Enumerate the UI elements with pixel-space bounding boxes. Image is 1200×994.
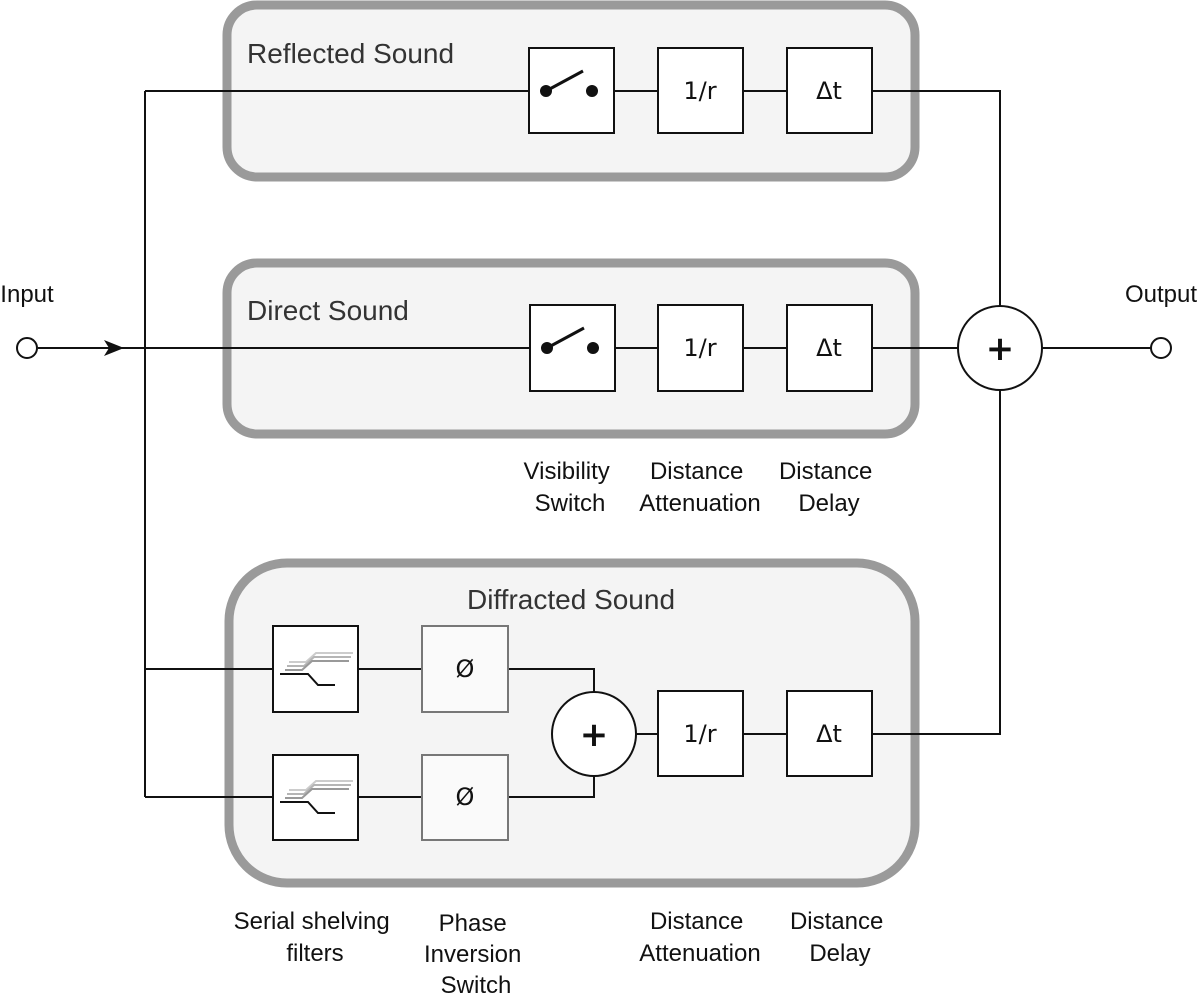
shelving-filter-icon bbox=[280, 652, 353, 686]
reflected-wire-out bbox=[872, 90, 1001, 306]
direct-attenuation-caption: Distance Attenuation bbox=[639, 458, 760, 517]
reflected-distance-attenuation: 1/r bbox=[657, 47, 744, 134]
diffracted-attenuation-caption: Distance Attenuation bbox=[639, 908, 760, 967]
arrow-right-icon bbox=[104, 340, 124, 356]
shelving-filters-caption: Serial shelving filters bbox=[234, 908, 397, 967]
phase-symbol: Ø bbox=[456, 783, 475, 811]
diffracted-upper-wire-2 bbox=[508, 668, 595, 692]
shelving-filter-upper bbox=[272, 625, 359, 713]
output-port: Output bbox=[1125, 281, 1197, 359]
diffracted-sound-title: Diffracted Sound bbox=[467, 584, 675, 615]
shelving-filter-icon bbox=[280, 780, 353, 814]
delay-symbol: Δt bbox=[816, 720, 842, 748]
attenuation-symbol: 1/r bbox=[683, 720, 716, 748]
reflected-visibility-switch bbox=[528, 47, 615, 134]
visibility-switch-caption: Visibility Switch bbox=[524, 458, 617, 517]
signal-wires bbox=[38, 90, 1151, 798]
input-terminal bbox=[16, 337, 38, 359]
attenuation-symbol: 1/r bbox=[683, 77, 716, 105]
diffracted-distance-attenuation: 1/r bbox=[657, 690, 744, 777]
switch-open-icon bbox=[541, 326, 599, 354]
delay-symbol: Δt bbox=[816, 334, 842, 362]
phase-inversion-lower: Ø bbox=[421, 754, 509, 841]
output-summation-node: + bbox=[957, 305, 1043, 391]
input-port: Input bbox=[0, 281, 124, 359]
direct-distance-attenuation: 1/r bbox=[657, 304, 744, 392]
sum-symbol: + bbox=[580, 715, 609, 755]
switch-open-icon bbox=[540, 69, 598, 97]
direct-distance-delay: Δt bbox=[786, 304, 873, 392]
output-label: Output bbox=[1125, 281, 1197, 308]
reflected-sound-title: Reflected Sound bbox=[247, 38, 454, 69]
phase-symbol: Ø bbox=[456, 655, 475, 683]
reflected-distance-delay: Δt bbox=[786, 47, 873, 134]
phase-inversion-caption: Phase Inversion Switch bbox=[424, 910, 528, 994]
direct-sound-title: Direct Sound bbox=[247, 295, 409, 326]
output-terminal bbox=[1150, 337, 1172, 359]
diffracted-lower-wire-2 bbox=[508, 776, 595, 798]
delay-symbol: Δt bbox=[816, 77, 842, 105]
shelving-filter-lower bbox=[272, 754, 359, 841]
diffracted-delay-caption: Distance Delay bbox=[790, 908, 890, 967]
input-label: Input bbox=[0, 281, 54, 308]
diffracted-summation-node: + bbox=[551, 691, 637, 777]
phase-inversion-upper: Ø bbox=[421, 625, 509, 713]
diffracted-wire-out bbox=[872, 390, 1001, 735]
direct-delay-caption: Distance Delay bbox=[779, 458, 879, 517]
sum-symbol: + bbox=[986, 329, 1015, 369]
diffracted-distance-delay: Δt bbox=[786, 690, 873, 777]
direct-visibility-switch bbox=[529, 304, 616, 392]
attenuation-symbol: 1/r bbox=[683, 334, 716, 362]
